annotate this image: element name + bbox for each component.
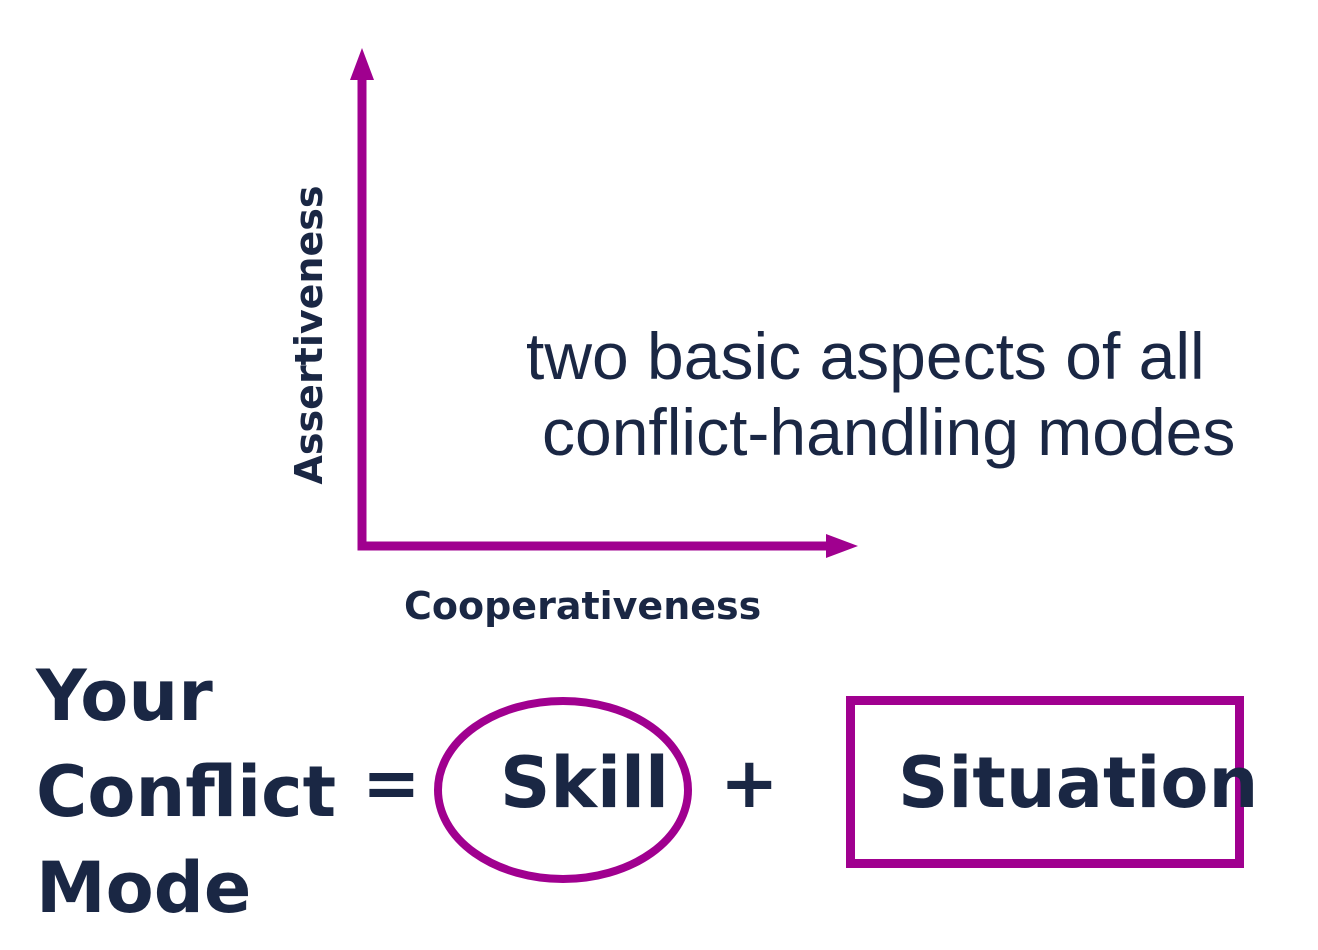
mode-label-word-3: Mode (36, 847, 252, 929)
equals-sign: = (362, 742, 421, 824)
y-axis-label: Assertiveness (287, 185, 331, 485)
x-axis-arrowhead (826, 534, 858, 558)
situation-box (846, 696, 1244, 868)
aspects-caption: two basic aspects of all conflict-handli… (522, 318, 1302, 470)
mode-label-word-2: Conflict (36, 751, 337, 833)
skill-label: Skill (500, 742, 669, 824)
conflict-mode-label: Your Conflict Mode (36, 648, 336, 936)
mode-label-word-1: Your (36, 655, 213, 737)
plus-sign: + (720, 742, 779, 824)
y-axis-arrowhead (350, 48, 374, 80)
x-axis-label: Cooperativeness (404, 584, 762, 628)
aspects-line-1: two basic aspects of all (526, 319, 1205, 393)
skill-ellipse (434, 697, 692, 883)
situation-label: Situation (898, 742, 1259, 824)
aspects-line-2: conflict-handling modes (542, 395, 1236, 469)
